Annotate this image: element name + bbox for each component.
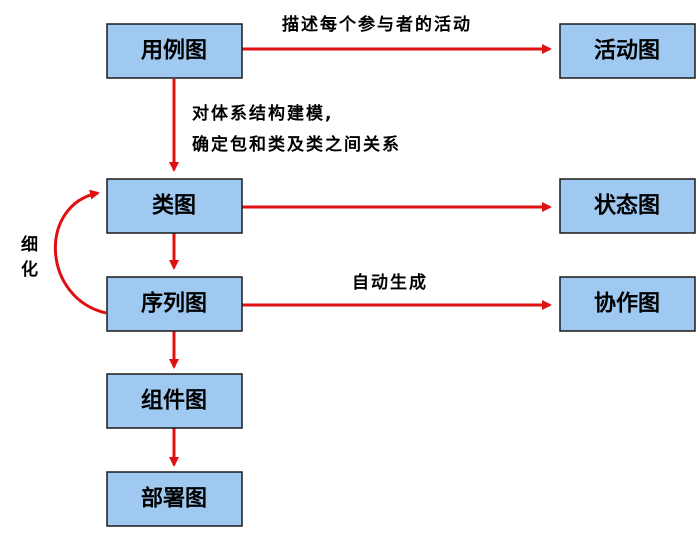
edge-label-usecase-class-line2: 确定包和类及类之间关系 <box>192 134 401 155</box>
node-label-use-case: 用例图 <box>141 39 207 64</box>
node-activity-diagram: 活动图 <box>559 23 696 79</box>
node-sequence-diagram: 序列图 <box>106 276 243 332</box>
node-label-component: 组件图 <box>141 388 207 414</box>
node-label-class: 类图 <box>152 194 196 219</box>
edge-label-usecase-activity: 描述每个参与者的活动 <box>282 14 472 35</box>
edge-label-sequence-collaboration: 自动生成 <box>352 272 428 293</box>
node-use-case-diagram: 用例图 <box>106 23 243 79</box>
node-label-state: 状态图 <box>594 193 660 219</box>
node-label-collaboration: 协作图 <box>594 292 660 317</box>
refine-label-char2: 化 <box>21 259 40 280</box>
edge-label-usecase-class-line1: 对体系结构建模, <box>192 103 333 124</box>
node-collaboration-diagram: 协作图 <box>559 276 696 332</box>
refine-label-char1: 细 <box>21 234 40 255</box>
edge-sequence-to-collaboration: 自动生成 <box>242 272 552 310</box>
node-component-diagram: 组件图 <box>106 373 243 429</box>
node-label-activity: 活动图 <box>594 39 660 64</box>
node-class-diagram: 类图 <box>106 178 243 234</box>
edge-refine-loop: 细 化 <box>21 189 107 315</box>
edge-usecase-to-activity: 描述每个参与者的活动 <box>242 14 552 54</box>
node-label-deployment: 部署图 <box>141 486 207 512</box>
edge-usecase-to-class: 对体系结构建模, 确定包和类及类之间关系 <box>169 79 401 172</box>
node-label-sequence: 序列图 <box>141 291 207 317</box>
node-state-diagram: 状态图 <box>559 178 696 234</box>
node-deployment-diagram: 部署图 <box>106 471 243 527</box>
